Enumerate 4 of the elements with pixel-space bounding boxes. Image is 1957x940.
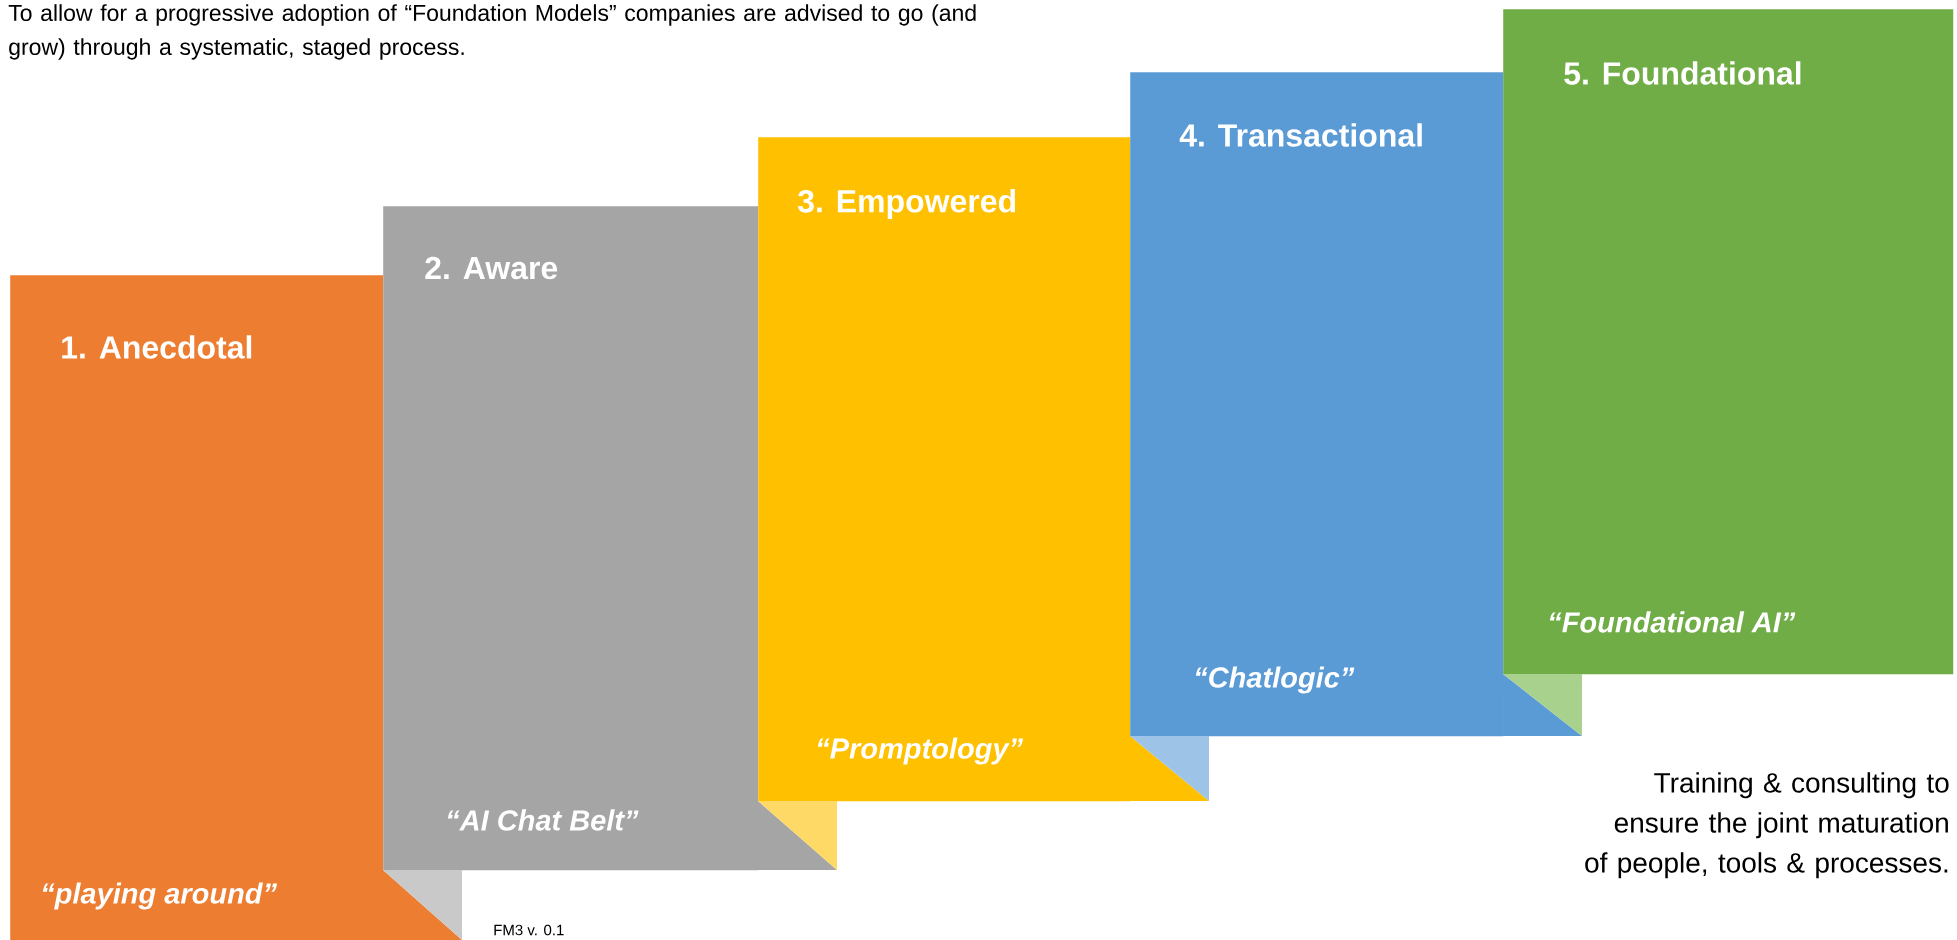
header-text: To allow for a progressive adoption of “Foundation Models” companies are advised to go (and grow) through a systematic, staged process.	[8, 4, 976, 60]
stage-box: 5. Foundational “Foundational AI”	[1503, 9, 1954, 736]
footer-text: FM3 v. 0.1	[494, 924, 564, 936]
note-text: Training & consulting to ensure the joint maturation of people, tools & processes.	[1585, 772, 1949, 879]
